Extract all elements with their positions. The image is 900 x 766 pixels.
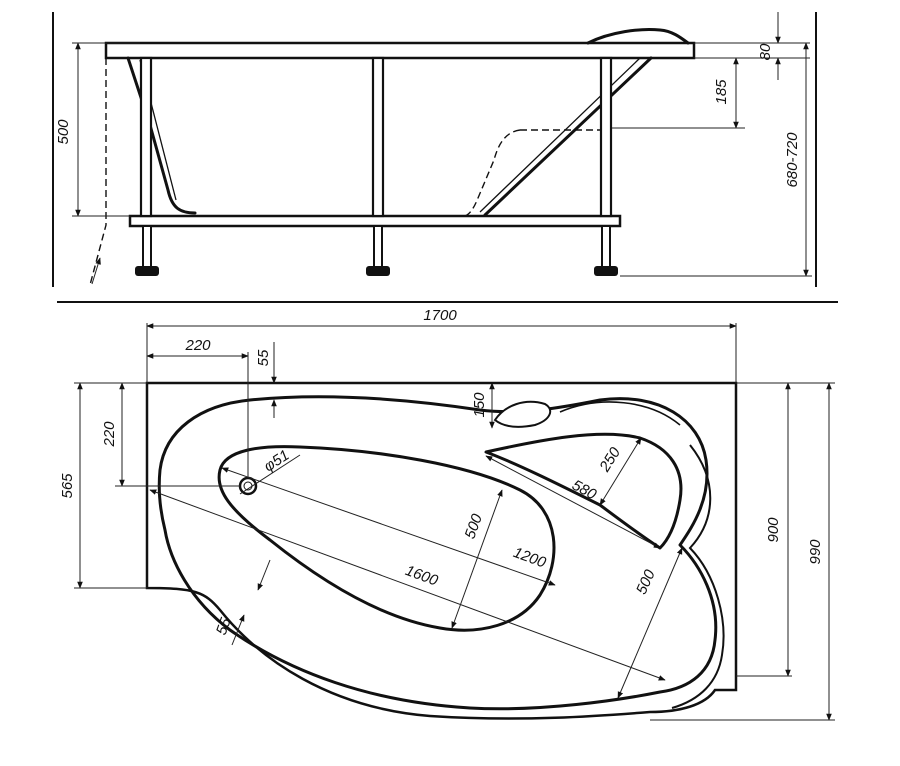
frame-post-right — [599, 56, 613, 218]
dim-label-1700: 1700 — [423, 307, 457, 324]
tub-outer-outline — [145, 381, 738, 720]
dim-label-185: 185 — [713, 79, 730, 105]
dim-label-55-top: 55 — [255, 349, 272, 366]
frame-post-left — [139, 56, 153, 218]
tub-body-right — [483, 56, 653, 217]
headrest-bump — [586, 28, 690, 45]
dim-label-80: 80 — [757, 43, 774, 60]
dim-label-680-720: 680-720 — [784, 132, 801, 188]
dim-label-220-v: 220 — [101, 421, 118, 448]
dim-label-55-bot: 55 — [213, 615, 235, 637]
leg-right — [601, 225, 611, 269]
dim-label-220-h: 220 — [184, 337, 211, 354]
headrest-top-curve — [559, 401, 681, 426]
dim-line-500-lobe — [617, 547, 683, 699]
dim-line-55-bot-b — [231, 614, 245, 646]
dim-label-565: 565 — [59, 473, 76, 499]
left-projection-dashed — [89, 58, 107, 286]
headrest-top-grip — [493, 400, 552, 428]
dim-line-250 — [599, 437, 642, 506]
foot-left — [135, 266, 159, 276]
dim-label-900: 900 — [765, 517, 782, 543]
dim-label-500: 500 — [55, 119, 72, 145]
tub-rim — [104, 41, 696, 60]
foot-middle — [366, 266, 390, 276]
leg-middle — [373, 225, 383, 269]
right-lobe-outer-line — [671, 444, 725, 709]
side-view: 500 80 185 680-720 — [52, 12, 838, 303]
hidden-contour — [464, 129, 610, 217]
foot-right — [594, 266, 618, 276]
frame-post-middle — [371, 56, 385, 218]
dim-line-580 — [485, 455, 661, 549]
frame-base-bar — [128, 214, 622, 228]
tub-body-right-inner — [479, 57, 641, 213]
left-projection-arrow — [91, 257, 101, 285]
dim-label-990: 990 — [807, 539, 824, 565]
dim-line-55-bot-a — [257, 559, 271, 591]
leg-left — [142, 225, 152, 269]
top-view: 1700 220 55 220 565 150 φ51 1600 1200 50 — [59, 307, 835, 721]
dim-label-150: 150 — [471, 392, 488, 418]
tub-body-left — [126, 56, 197, 215]
